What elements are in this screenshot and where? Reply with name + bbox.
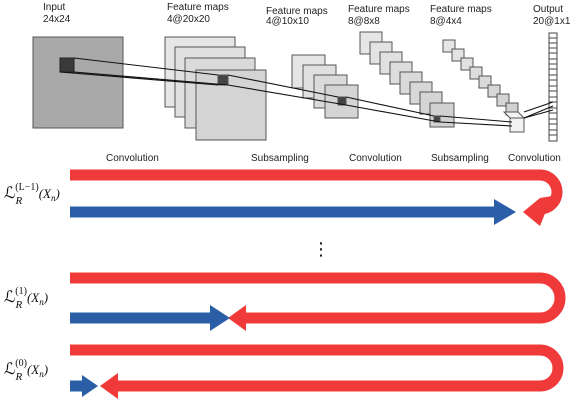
layer-size-fm2: 4@10x10 (266, 16, 309, 27)
forward-path-middle (70, 272, 566, 324)
feature-maps-4 (442, 39, 526, 133)
forward-path-bottom (70, 344, 564, 392)
forward-arrowhead-middle (228, 305, 246, 331)
layer-size-fm4: 8@4x4 (430, 16, 462, 27)
op-label-convolution-1: Convolution (106, 153, 159, 164)
layer-title-fm2: Feature maps (266, 6, 328, 17)
backward-arrowhead-middle (210, 305, 230, 331)
forward-arrowhead-bottom (100, 373, 118, 399)
output-vector (548, 32, 558, 142)
layer-size-fm1: 4@20x20 (167, 14, 210, 25)
forward-path-top (70, 169, 563, 215)
layer-size-input: 24x24 (43, 14, 71, 25)
op-label-subsampling-2: Subsampling (431, 153, 489, 164)
layer-title-fm3: Feature maps (348, 4, 410, 15)
backward-arrowhead-bottom (82, 375, 98, 397)
op-label-subsampling-1: Subsampling (251, 153, 309, 164)
projection-lines (59, 57, 554, 127)
layer-title-input: Input (43, 2, 65, 13)
layer-title-fm1: Feature maps (167, 2, 229, 13)
feature-maps-3 (359, 31, 455, 128)
relevance-pass-top: ℒR(L−1)(Xn) (4, 169, 563, 226)
layer-size-output: 20@1x1 (533, 16, 571, 27)
op-label-convolution-2: Convolution (349, 153, 402, 164)
layer-title-output: Output (533, 4, 563, 15)
input-image (32, 36, 124, 129)
input-receptive-field (59, 57, 75, 73)
network-schematic: Input 24x24 Feature maps 4@20x20 Feature… (32, 2, 571, 164)
feature-maps-2 (291, 54, 359, 119)
op-label-convolution-3: Convolution (508, 153, 561, 164)
layer-size-fm3: 8@8x8 (348, 16, 380, 27)
layer-title-fm4: Feature maps (430, 4, 492, 15)
relevance-label-middle: ℒR(1)(Xn) (4, 286, 48, 311)
relevance-label-bottom: ℒR(0)(Xn) (4, 358, 48, 383)
relevance-label-top: ℒR(L−1)(Xn) (4, 182, 60, 207)
relevance-pass-middle: ℒR(1)(Xn) (4, 272, 566, 331)
ellipsis-dots: ⋮ (312, 239, 330, 260)
backward-arrowhead-top (494, 199, 516, 225)
relevance-pass-bottom: ℒR(0)(Xn) (4, 344, 564, 399)
forward-arrowhead-top (523, 196, 552, 226)
